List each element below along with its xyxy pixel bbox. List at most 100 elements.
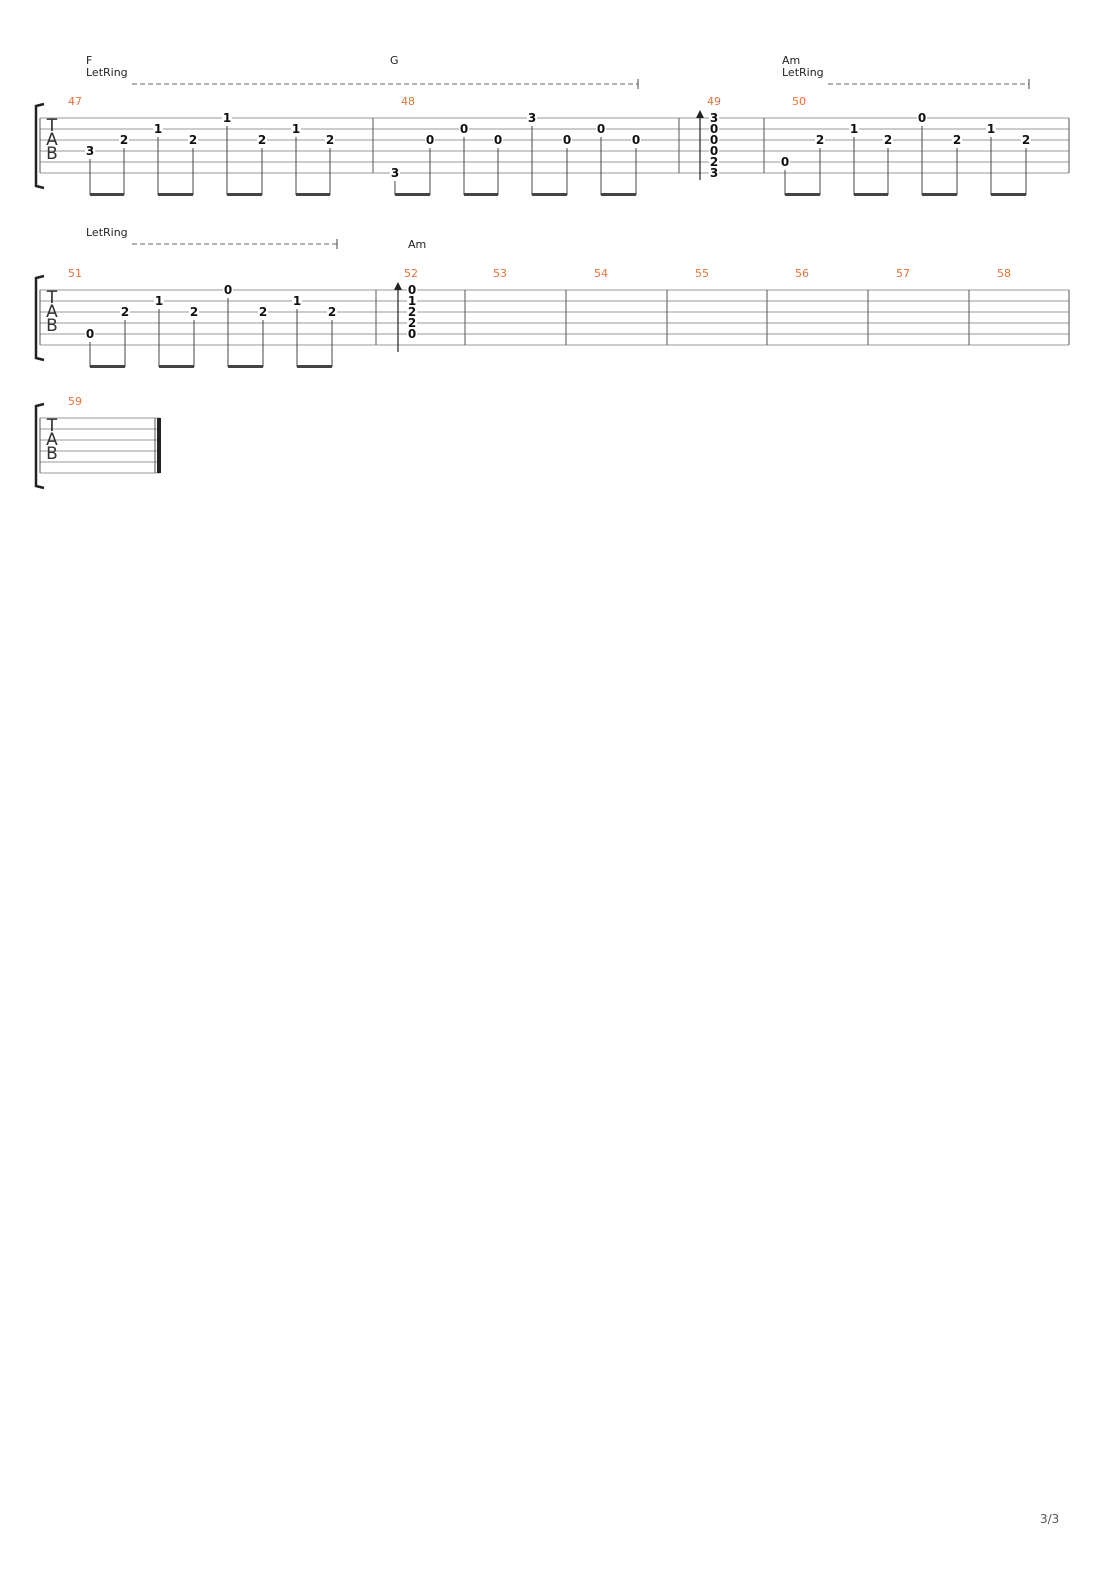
fret-bg xyxy=(154,295,164,307)
tab-clef-letter: A xyxy=(46,430,58,450)
fret-number: 2 xyxy=(884,133,892,147)
fret-bg xyxy=(709,112,719,124)
beam xyxy=(159,365,194,368)
fret-bg xyxy=(815,134,825,146)
fret-number: 2 xyxy=(328,305,336,319)
fret-bg xyxy=(849,123,859,135)
measure-number: 51 xyxy=(68,267,82,280)
fret-bg xyxy=(407,284,417,296)
tab-clef-letter: B xyxy=(46,316,58,336)
fret-bg xyxy=(257,134,267,146)
fret-number: 0 xyxy=(781,155,789,169)
chord-fret-number: 0 xyxy=(710,144,718,158)
chord-fret-number: 0 xyxy=(408,327,416,341)
measure-number: 57 xyxy=(896,267,910,280)
measure-number: 52 xyxy=(404,267,418,280)
fret-number: 0 xyxy=(563,133,571,147)
fret-number: 2 xyxy=(258,133,266,147)
fret-bg xyxy=(222,112,232,124)
tab-clef-letter: A xyxy=(46,130,58,150)
fret-number: 1 xyxy=(987,122,995,136)
fret-number: 3 xyxy=(391,166,399,180)
measure-number: 53 xyxy=(493,267,507,280)
fret-bg xyxy=(119,134,129,146)
beam xyxy=(854,193,888,196)
fret-bg xyxy=(709,167,719,179)
fret-number: 0 xyxy=(426,133,434,147)
fret-number: 2 xyxy=(1022,133,1030,147)
chord-name: Am xyxy=(782,54,800,67)
fret-number: 3 xyxy=(86,144,94,158)
beam xyxy=(90,365,125,368)
fret-bg xyxy=(85,328,95,340)
fret-bg xyxy=(1021,134,1031,146)
beam xyxy=(922,193,957,196)
fret-number: 0 xyxy=(494,133,502,147)
fret-bg xyxy=(493,134,503,146)
tab-clef-letter: T xyxy=(46,416,58,436)
fret-number: 2 xyxy=(190,305,198,319)
page-indicator: 3/3 xyxy=(1040,1512,1060,1526)
chord-fret-number: 1 xyxy=(408,294,416,308)
measure-number: 58 xyxy=(997,267,1011,280)
fret-number: 2 xyxy=(259,305,267,319)
chord-fret-number: 0 xyxy=(408,283,416,297)
fret-number: 0 xyxy=(632,133,640,147)
letring-label: LetRing xyxy=(86,226,128,239)
fret-number: 2 xyxy=(953,133,961,147)
tab-clef-letter: T xyxy=(46,116,58,136)
fret-bg xyxy=(527,112,537,124)
system-bracket xyxy=(34,274,45,362)
measure-number: 50 xyxy=(792,95,806,108)
fret-bg xyxy=(709,156,719,168)
chord-fret-number: 2 xyxy=(408,316,416,330)
system-bracket xyxy=(34,102,45,190)
fret-bg xyxy=(407,328,417,340)
fret-number: 1 xyxy=(155,294,163,308)
fret-bg xyxy=(883,134,893,146)
fret-number: 3 xyxy=(528,111,536,125)
beam xyxy=(785,193,820,196)
fret-bg xyxy=(425,134,435,146)
fret-bg xyxy=(188,134,198,146)
beam xyxy=(395,193,430,196)
measure-number: 47 xyxy=(68,95,82,108)
letring-label: LetRing xyxy=(86,66,128,79)
letring-label: LetRing xyxy=(782,66,824,79)
chord-fret-number: 0 xyxy=(710,122,718,136)
measure-number: 59 xyxy=(68,395,82,408)
chord-fret-number: 2 xyxy=(408,305,416,319)
fret-bg xyxy=(780,156,790,168)
chord-fret-number: 0 xyxy=(710,133,718,147)
fret-number: 1 xyxy=(292,122,300,136)
tab-clef-letter: B xyxy=(46,144,58,164)
fret-bg xyxy=(952,134,962,146)
fret-number: 1 xyxy=(850,122,858,136)
fret-number: 0 xyxy=(86,327,94,341)
chord-name: F xyxy=(86,54,92,67)
fret-bg xyxy=(407,295,417,307)
final-barline xyxy=(157,418,161,473)
fret-bg xyxy=(709,123,719,135)
fret-bg xyxy=(390,167,400,179)
chord-fret-number: 3 xyxy=(710,111,718,125)
tab-clef-letter: B xyxy=(46,444,58,464)
chord-fret-number: 3 xyxy=(710,166,718,180)
fret-number: 2 xyxy=(120,133,128,147)
fret-number: 0 xyxy=(460,122,468,136)
fret-bg xyxy=(709,134,719,146)
measure-number: 55 xyxy=(695,267,709,280)
fret-number: 1 xyxy=(223,111,231,125)
fret-bg xyxy=(596,123,606,135)
tab-clef-letter: A xyxy=(46,302,58,322)
fret-bg xyxy=(325,134,335,146)
beam xyxy=(532,193,567,196)
fret-bg xyxy=(327,306,337,318)
chord-fret-number: 2 xyxy=(710,155,718,169)
beam xyxy=(228,365,263,368)
fret-number: 2 xyxy=(121,305,129,319)
measure-number: 56 xyxy=(795,267,809,280)
beam xyxy=(464,193,498,196)
fret-number: 2 xyxy=(816,133,824,147)
